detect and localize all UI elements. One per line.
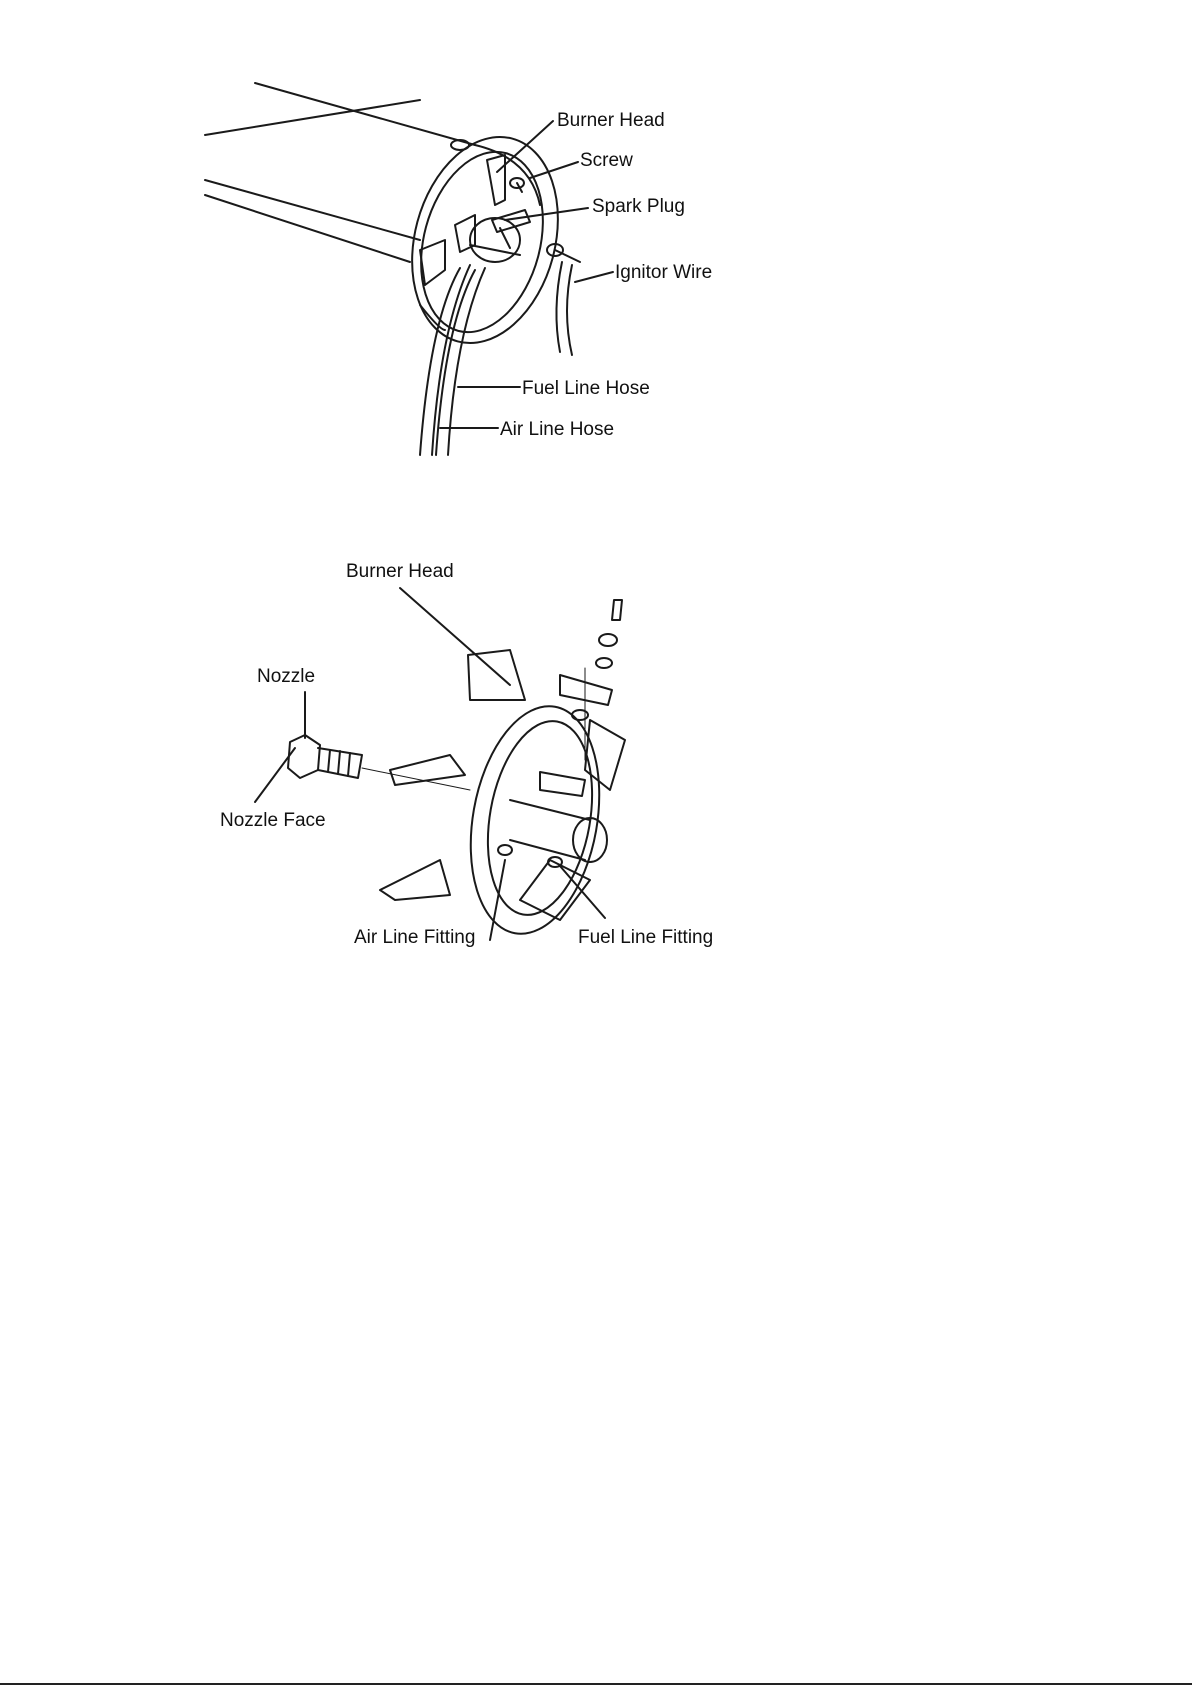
label-nozzle-face: Nozzle Face	[220, 811, 326, 830]
label-air-line-fitting: Air Line Fitting	[354, 928, 475, 947]
label-spark-plug: Spark Plug	[592, 197, 685, 216]
label-fuel-line-fitting: Fuel Line Fitting	[578, 928, 713, 947]
label-nozzle: Nozzle	[257, 667, 315, 686]
label-screw: Screw	[580, 151, 633, 170]
spark-plug-stack	[540, 600, 622, 796]
label-fuel-line-hose: Fuel Line Hose	[522, 379, 650, 398]
figure-2-leaders	[255, 588, 605, 940]
label-burner-head-fig2: Burner Head	[346, 562, 454, 581]
label-air-line-hose: Air Line Hose	[500, 420, 614, 439]
fittings	[498, 845, 562, 867]
label-burner-head-fig1: Burner Head	[557, 111, 665, 130]
nozzle-part	[288, 735, 470, 790]
label-ignitor-wire: Ignitor Wire	[615, 263, 712, 282]
